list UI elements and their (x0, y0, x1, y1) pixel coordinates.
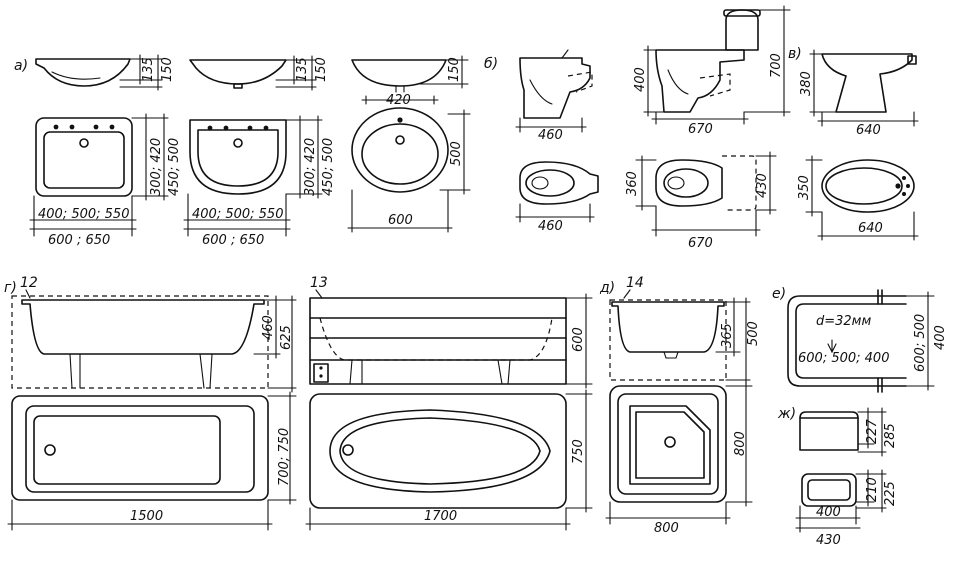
toilet1-w: 460 (538, 128, 563, 143)
tank-h1: 227 (865, 418, 880, 444)
bidet-w: 640 (856, 123, 881, 138)
bidet-w2: 640 (858, 221, 883, 236)
bath2-h: 600 (571, 327, 586, 352)
bath-1-top-view (7, 391, 297, 531)
sink-1-side-view (35, 54, 163, 91)
tank-h4: 225 (883, 481, 898, 506)
toilet2-h: 400 (633, 67, 648, 92)
shower-len: 800 (654, 521, 679, 536)
sink2-w: 300; 420 (303, 138, 318, 196)
label-d: д) (599, 280, 615, 296)
item-13: 13 (310, 275, 328, 291)
sink2-len2: 600 ; 650 (202, 233, 264, 248)
bath1-len: 1500 (130, 509, 163, 524)
bath2-len: 1700 (424, 509, 457, 524)
bidet-side-view (809, 49, 919, 127)
tank-h3: 210 (865, 477, 880, 502)
shower-side: 800 (733, 431, 748, 456)
toilet2-w: 670 (688, 122, 713, 137)
sink2-h1: 135 (295, 57, 310, 82)
sink-2-side-view (189, 55, 317, 91)
sink3-side: 500 (449, 141, 464, 166)
label-b: б) (484, 56, 498, 72)
sink2-len: 400; 500; 550 (192, 207, 283, 222)
sink-2-top-view (183, 115, 323, 237)
toilet-1-side-view (515, 49, 593, 133)
bath1-h1: 460 (261, 315, 276, 340)
bath2-side: 750 (571, 439, 586, 464)
toilet2-side2: 430 (755, 173, 770, 198)
toilet1-w2: 460 (538, 219, 563, 234)
shower-h1: 365 (720, 323, 735, 348)
tank-w2: 430 (816, 533, 841, 548)
toilet-2-top-view (635, 151, 777, 237)
sink1-len: 400; 500; 550 (38, 207, 129, 222)
label-a: а) (14, 58, 28, 74)
toilet2-w2: 670 (688, 236, 713, 251)
label-zh: ж) (777, 406, 796, 422)
shower-h2: 500 (746, 321, 761, 346)
bath1-h2: 625 (279, 325, 294, 350)
sink1-h2: 150 (160, 57, 175, 82)
shower-tray-side-view (609, 297, 751, 385)
sink1-w2: 450; 500 (167, 138, 182, 196)
sink2-w2: 450; 500 (321, 138, 336, 196)
bath-2-side-view (309, 293, 593, 389)
tank-lower-view (795, 469, 887, 533)
label-e: е) (772, 286, 786, 302)
bidet-side: 350 (797, 175, 812, 200)
toilet-1-top-view (515, 161, 599, 223)
toilet-2-side-view (643, 5, 791, 125)
bath-2-top-view (305, 389, 593, 531)
sink-3-top-view (347, 107, 471, 233)
dryer-len: 600; 500; 400 (798, 351, 889, 366)
tank-h2: 285 (883, 423, 898, 448)
sink1-w: 300; 420 (149, 138, 164, 196)
sink1-h1: 135 (141, 57, 156, 82)
item-14: 14 (626, 275, 644, 291)
label-v: в) (788, 46, 802, 62)
dryer-diameter: d=32мм (816, 314, 871, 329)
shower-tray-top-view (605, 381, 753, 525)
bidet-top-view (805, 155, 919, 241)
toilet2-side: 360 (625, 171, 640, 196)
sink3-top: 420 (386, 93, 411, 108)
towel-dryer-view (787, 289, 935, 393)
item-12: 12 (20, 275, 38, 291)
sink-1-top-view (29, 113, 169, 237)
toilet2-h2: 700 (769, 53, 784, 78)
dryer-side2: 400 (933, 325, 948, 350)
sink2-h2: 150 (314, 57, 329, 82)
sink-3-side-view (351, 55, 469, 105)
tank-upper-view (799, 407, 887, 457)
bath1-side: 700; 750 (277, 428, 292, 486)
tank-w1: 400 (816, 505, 841, 520)
sink1-len2: 600 ; 650 (48, 233, 110, 248)
sink3-len: 600 (388, 213, 413, 228)
sink3-h: 150 (447, 57, 462, 82)
label-g: г) (4, 280, 17, 296)
dryer-side: 600; 500 (913, 314, 928, 372)
bath-1-side-view (11, 295, 297, 393)
bidet-h: 380 (799, 71, 814, 96)
